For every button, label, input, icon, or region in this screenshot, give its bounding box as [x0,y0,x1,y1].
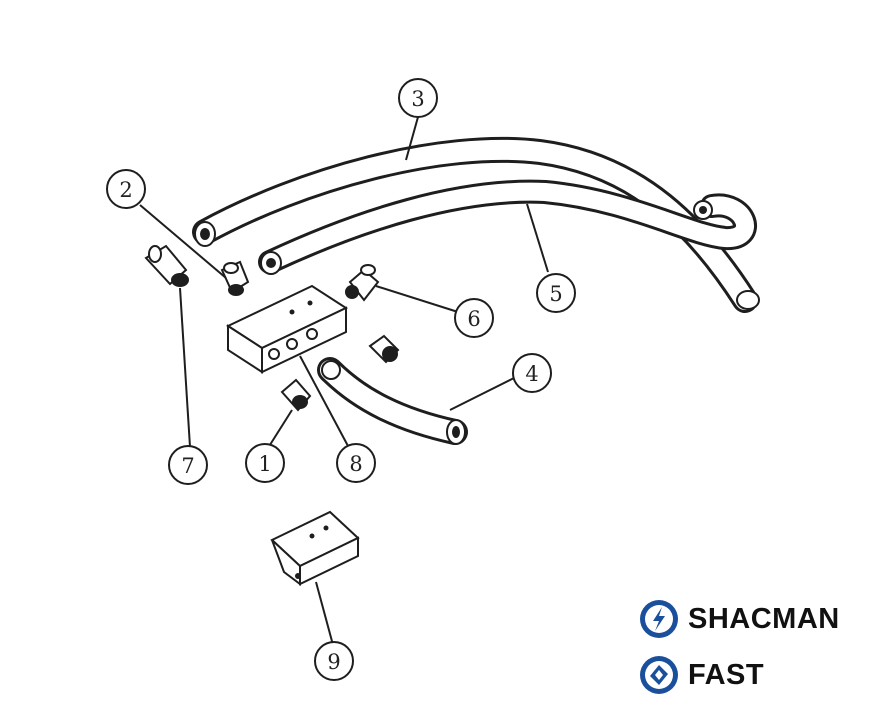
callout-7: 7 [168,445,208,485]
shacman-logo-icon [640,600,678,638]
distribution-block-8 [225,284,349,374]
bracket-9 [270,510,360,586]
shacman-wordmark: SHACMAN [688,602,840,635]
svg-text:3: 3 [411,87,424,111]
callout-8: 8 [336,443,376,483]
callouts: 3 2 5 6 4 7 1 [106,78,576,681]
fast-wordmark: FAST [688,658,765,691]
hose-5 [258,179,757,275]
shacman-brand: SHACMAN [638,598,840,640]
fast-logo-icon [640,656,678,694]
callout-1: 1 [245,443,285,483]
svg-text:7: 7 [181,454,194,478]
hose-4 [317,357,468,445]
leader-lines [139,116,549,646]
svg-text:6: 6 [467,307,480,331]
callout-6: 6 [454,298,494,338]
fast-brand: FAST [638,654,764,696]
callout-2: 2 [106,169,146,209]
elbow-fitting-2 [220,260,250,296]
callout-9: 9 [314,641,354,681]
callout-4: 4 [512,353,552,393]
svg-text:1: 1 [258,452,271,476]
svg-text:4: 4 [525,362,538,386]
connector-fitting [368,334,400,364]
elbow-fitting-7 [144,244,189,287]
plug-1 [280,378,312,412]
svg-text:2: 2 [119,178,132,202]
elbow-fitting-6 [345,264,380,302]
svg-text:5: 5 [549,282,562,306]
svg-text:9: 9 [327,650,340,674]
callout-3: 3 [398,78,438,118]
callout-5: 5 [536,273,576,313]
svg-text:8: 8 [349,452,362,476]
